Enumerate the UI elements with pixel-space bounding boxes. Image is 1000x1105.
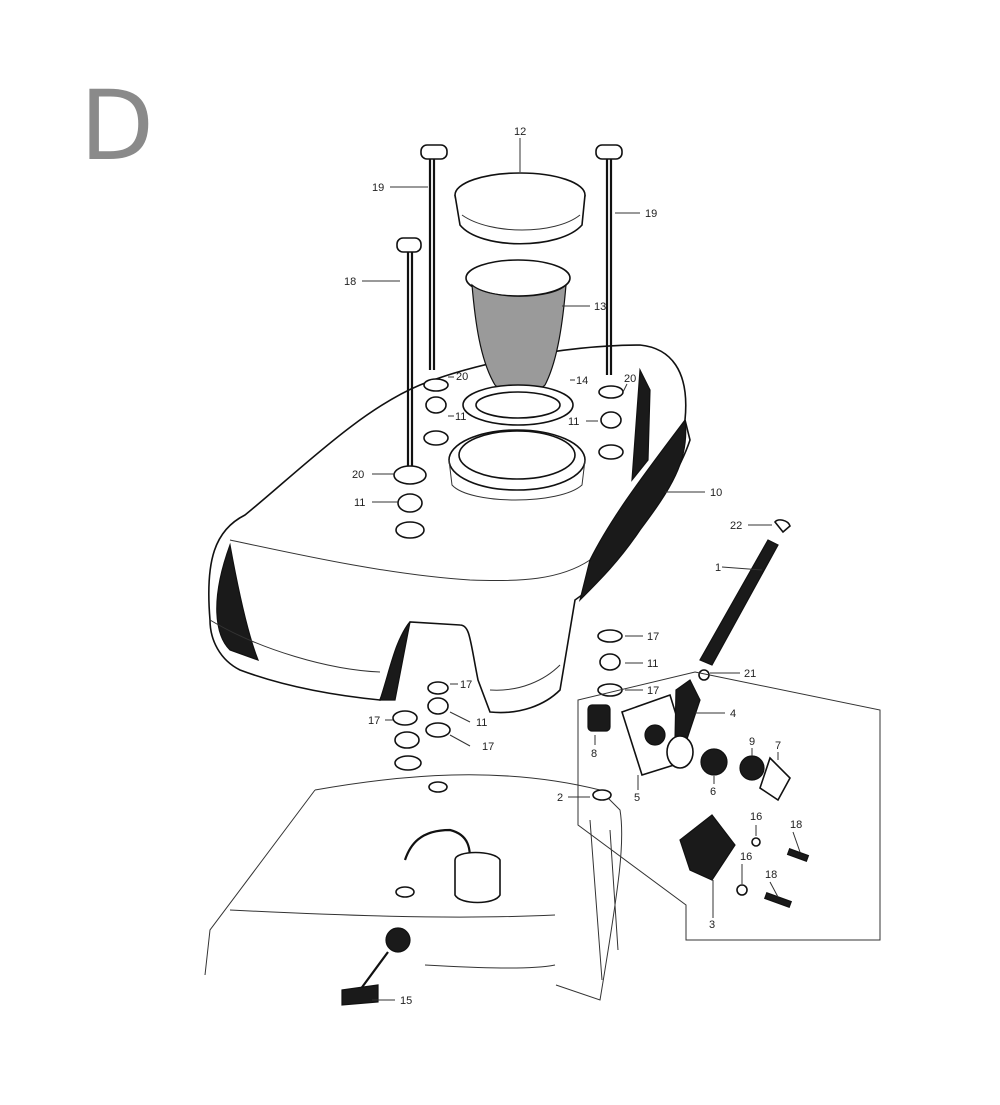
callout-19-left: 19 xyxy=(372,182,384,194)
callout-labels: 12 19 19 18 13 20 14 20 11 11 20 11 10 2… xyxy=(344,126,802,1007)
callout-18-top: 18 xyxy=(344,276,356,288)
filler-cap xyxy=(454,172,586,245)
callout-1: 1 xyxy=(715,562,721,574)
leader-lines xyxy=(362,138,801,1001)
callout-12: 12 xyxy=(514,126,526,138)
callout-11-center: 11 xyxy=(455,411,466,423)
callout-4: 4 xyxy=(730,708,736,720)
fuel-strainer xyxy=(465,259,571,394)
callout-6: 6 xyxy=(710,786,716,798)
engine-body xyxy=(204,774,623,1006)
callout-21: 21 xyxy=(744,668,756,680)
callout-19-right: 19 xyxy=(645,208,657,220)
callout-14: 14 xyxy=(576,375,588,387)
callout-11-lower-right: 11 xyxy=(647,658,658,670)
callout-11-left: 11 xyxy=(354,497,365,509)
fuel-hose xyxy=(698,519,791,681)
fuel-tank xyxy=(207,344,691,714)
callout-11-center-low: 11 xyxy=(476,717,487,729)
callout-2: 2 xyxy=(557,792,563,804)
callout-17-center-top: 17 xyxy=(460,679,472,691)
callout-7: 7 xyxy=(775,740,781,752)
callout-18-lower: 18 xyxy=(765,869,777,881)
mounting-bolts xyxy=(396,144,623,475)
callout-17-upper-right: 17 xyxy=(647,631,659,643)
callout-5: 5 xyxy=(634,792,640,804)
callout-17-center-low: 17 xyxy=(482,741,494,753)
callout-16-lower: 16 xyxy=(740,851,752,863)
filler-neck xyxy=(448,429,586,501)
callout-15: 15 xyxy=(400,995,412,1007)
callout-18-upper: 18 xyxy=(790,819,802,831)
callout-10: 10 xyxy=(710,487,722,499)
filler-gasket xyxy=(462,384,574,426)
callout-20-right: 20 xyxy=(624,373,636,385)
washers-and-nuts xyxy=(392,378,624,771)
callout-9: 9 xyxy=(749,736,755,748)
callout-22: 22 xyxy=(730,520,742,532)
section-letter: D xyxy=(80,70,154,182)
fuel-cock-assembly xyxy=(577,671,881,941)
callout-3: 3 xyxy=(709,919,715,931)
callout-13: 13 xyxy=(594,301,606,313)
callout-8: 8 xyxy=(591,748,597,760)
callout-20-left: 20 xyxy=(352,469,364,481)
callout-16-upper: 16 xyxy=(750,811,762,823)
callout-17-lower-right: 17 xyxy=(647,685,659,697)
callout-20-center: 20 xyxy=(456,371,468,383)
callout-17-center-left: 17 xyxy=(368,715,380,727)
callout-11-right: 11 xyxy=(568,416,579,428)
